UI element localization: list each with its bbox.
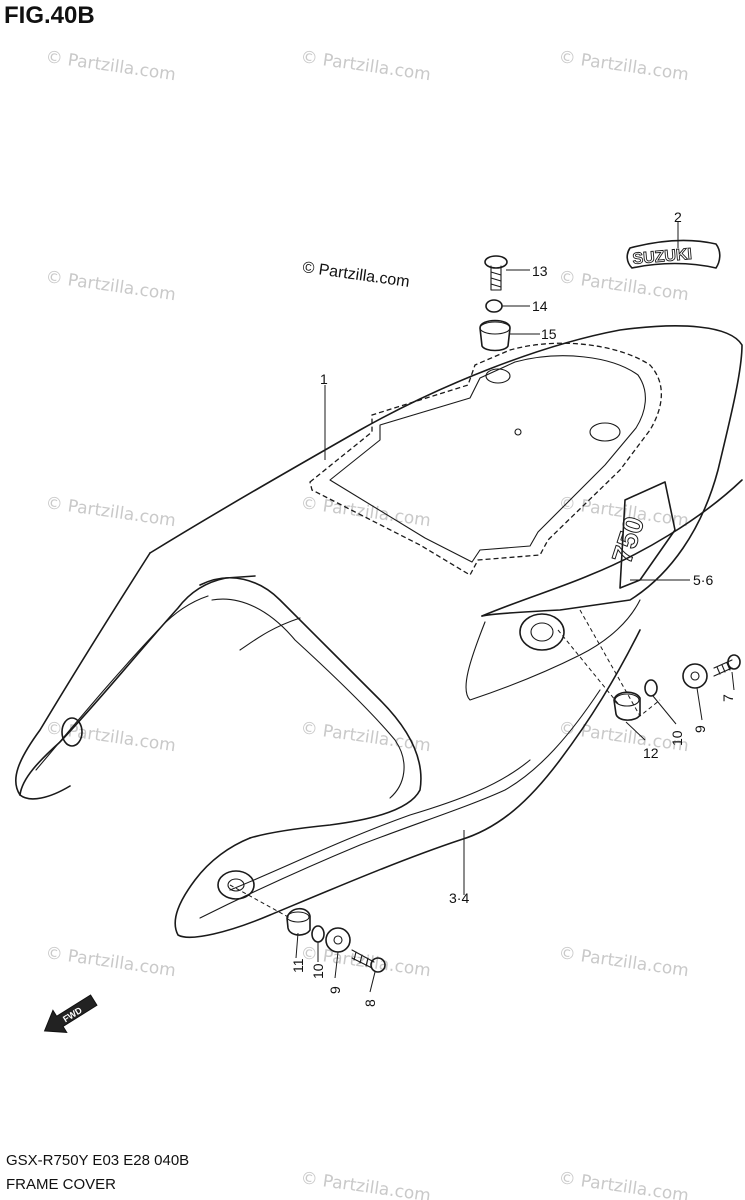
forward-arrow: FWD (43, 994, 98, 1033)
callout-1: 1 (320, 371, 328, 387)
footer-code: GSX-R750Y E03 E28 040B (6, 1152, 190, 1169)
fastener-stack-top (479, 255, 511, 352)
side-badge-text: 750 (606, 513, 650, 567)
side-panel-crease (465, 599, 641, 701)
watermark: © Partzilla.com (557, 267, 690, 305)
watermark: © Partzilla.com (299, 493, 432, 531)
lower-mount-grommet (217, 870, 255, 900)
nut-14 (485, 299, 503, 313)
mount-hole (485, 368, 511, 384)
mount-hole (589, 422, 621, 442)
callout-12: 12 (643, 745, 659, 761)
screw-head-13 (484, 255, 508, 269)
leader-lines (295, 222, 735, 993)
figure-title: FIG.40B (4, 2, 95, 29)
suzuki-decal: SUZUKI (626, 239, 721, 269)
rear-frame-left-inner (35, 595, 209, 771)
mount-hole (514, 428, 522, 436)
decal-text: SUZUKI (632, 246, 693, 268)
watermark: © Partzilla.com (44, 493, 177, 531)
collar-10b (311, 925, 325, 943)
watermark: © Partzilla.com (557, 1168, 690, 1200)
callout-8: 8 (362, 999, 378, 1007)
watermark: © Partzilla.com (557, 943, 690, 981)
cowl-left-edge (15, 552, 151, 800)
collar-10a (644, 679, 658, 697)
side-grommet-inner (530, 622, 554, 642)
callout-labels: 1 2 13 14 15 5·6 7 9 10 12 3·4 11 10 9 8 (290, 209, 736, 1007)
left-mount-grommet (61, 717, 83, 747)
footer-name: FRAME COVER (6, 1176, 117, 1193)
callout-14: 14 (532, 298, 548, 314)
side-grommet (519, 613, 565, 651)
grommet-11 (286, 907, 311, 936)
side-panel-line (481, 479, 743, 617)
lower-mount-grommet-inner (227, 878, 245, 892)
callout-10a: 10 (669, 730, 685, 746)
rear-frame-notch (239, 617, 301, 651)
callout-10b: 10 (310, 963, 326, 979)
callout-3-4: 3·4 (449, 890, 469, 906)
washer-9a (682, 663, 708, 689)
cushion-15 (479, 319, 511, 352)
callout-2: 2 (674, 209, 682, 225)
watermark: © Partzilla.com (299, 718, 432, 756)
watermark: © Partzilla.com (557, 47, 690, 85)
credit-text: © Partzilla.com (301, 259, 410, 291)
fastener-set-right (613, 654, 741, 721)
lower-cover-crease-2 (229, 759, 531, 891)
side-badge (619, 481, 676, 589)
callout-15: 15 (541, 326, 557, 342)
assembly-lines (229, 609, 661, 919)
watermark: © Partzilla.com (299, 1168, 432, 1200)
callout-11: 11 (290, 958, 306, 973)
seat-opening-inner (329, 355, 646, 563)
callout-5-6: 5·6 (693, 572, 713, 588)
watermark: © Partzilla.com (299, 47, 432, 85)
lower-cover-crease (199, 689, 601, 919)
seat-gasket (309, 342, 663, 576)
callout-13: 13 (532, 263, 548, 279)
rear-frame-rail-inner (211, 598, 405, 799)
rear-frame-rail (199, 577, 422, 839)
callout-9a: 9 (692, 725, 708, 733)
watermark: © Partzilla.com (44, 267, 177, 305)
tail-cowl-outline (149, 325, 743, 617)
watermark-layer: © Partzilla.com © Partzilla.com © Partzi… (44, 47, 690, 1200)
watermark: © Partzilla.com (44, 943, 177, 981)
callout-9b: 9 (327, 986, 343, 994)
lower-cover-outline (174, 629, 641, 939)
frame-cover-assembly: 750 (15, 325, 743, 939)
callout-7: 7 (720, 694, 736, 702)
rear-frame-left (19, 575, 256, 796)
watermark: © Partzilla.com (44, 47, 177, 85)
